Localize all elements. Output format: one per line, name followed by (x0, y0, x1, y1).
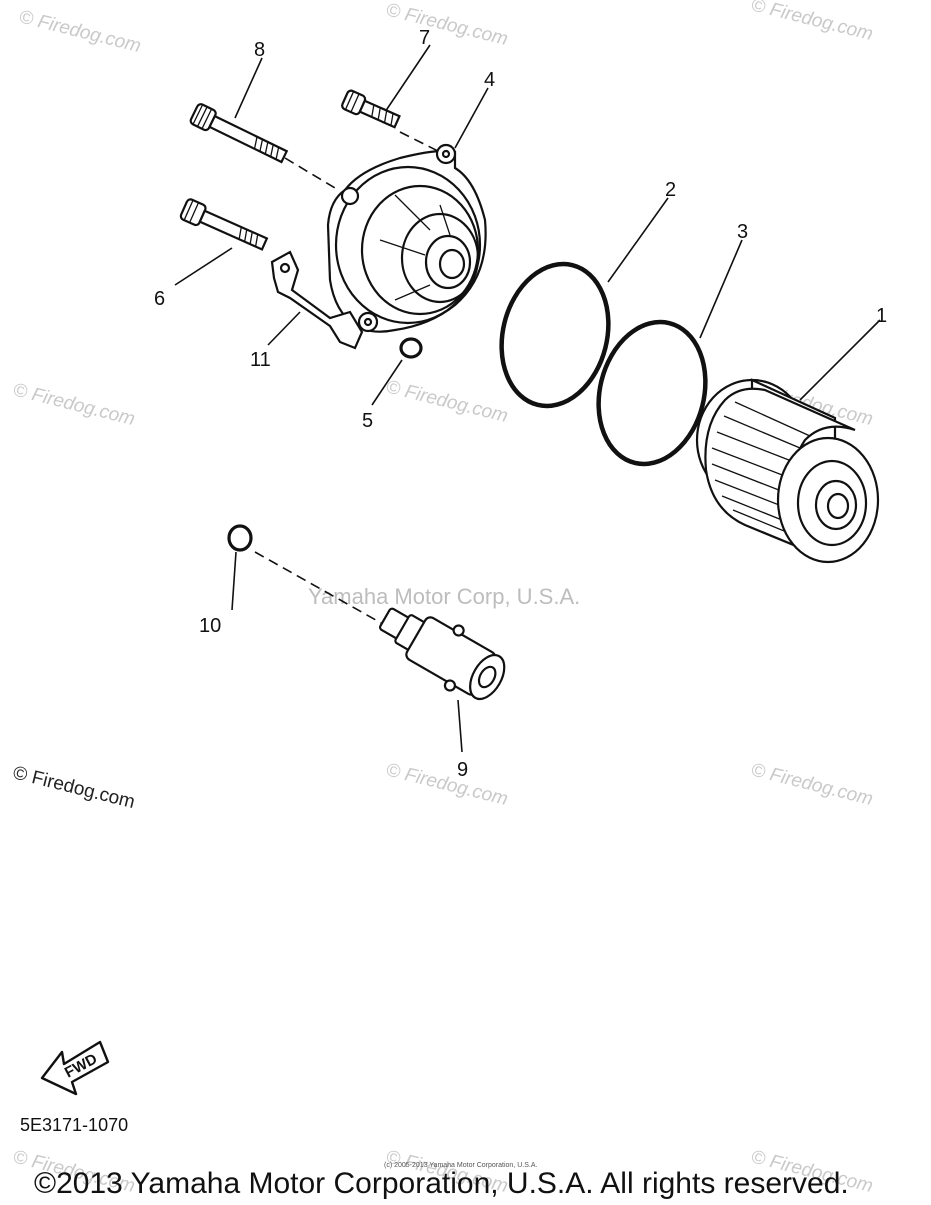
oil-filter-icon (695, 378, 880, 564)
leader-lines (174, 44, 881, 753)
part-label-1: 1 (876, 305, 887, 327)
part-label-5: 5 (362, 410, 373, 432)
diagram-code: 5E3171-1070 (20, 1115, 128, 1135)
firedog-watermark: © Firedog.com (384, 0, 510, 50)
part-labels: 1 2 3 4 5 6 7 8 9 10 11 (154, 27, 887, 781)
part-label-6: 6 (154, 288, 165, 310)
firedog-watermark: © Firedog.com (749, 0, 875, 45)
part-label-4: 4 (484, 69, 495, 91)
o-ring-5-icon (399, 337, 423, 359)
o-ring-2-icon (499, 261, 611, 409)
o-ring-3-icon (596, 319, 708, 467)
firedog-mark: © Firedog.com (11, 762, 137, 813)
firedog-watermark: © Firedog.com (17, 6, 143, 57)
fwd-arrow-icon: FWD (40, 1040, 110, 1096)
o-ring-10-icon (227, 524, 253, 552)
part-label-10: 10 (199, 615, 221, 637)
firedog-watermark: © Firedog.com (384, 376, 510, 427)
part-label-8: 8 (254, 39, 265, 61)
bolt-8-icon (189, 103, 289, 164)
small-print: (c) 2005-2013 Yamaha Motor Corporation, … (384, 1162, 537, 1169)
part-label-3: 3 (737, 221, 748, 243)
bracket-icon (270, 250, 364, 350)
copyright-footer: ©2013 Yamaha Motor Corporation, U.S.A. A… (34, 1167, 849, 1200)
firedog-watermark: © Firedog.com (11, 379, 137, 430)
part-label-11: 11 (250, 349, 271, 371)
bolt-7-icon (341, 89, 401, 129)
valve-icon (378, 607, 506, 701)
part-label-7: 7 (419, 27, 430, 49)
firedog-watermark: © Firedog.com (384, 759, 510, 810)
part-label-2: 2 (665, 179, 676, 201)
yamaha-watermark: Yamaha Motor Corp, U.S.A. (308, 584, 580, 609)
bolt-6-icon (179, 198, 269, 251)
firedog-watermark: © Firedog.com (749, 759, 875, 810)
filter-cover-icon (326, 143, 487, 333)
part-label-9: 9 (457, 759, 468, 781)
